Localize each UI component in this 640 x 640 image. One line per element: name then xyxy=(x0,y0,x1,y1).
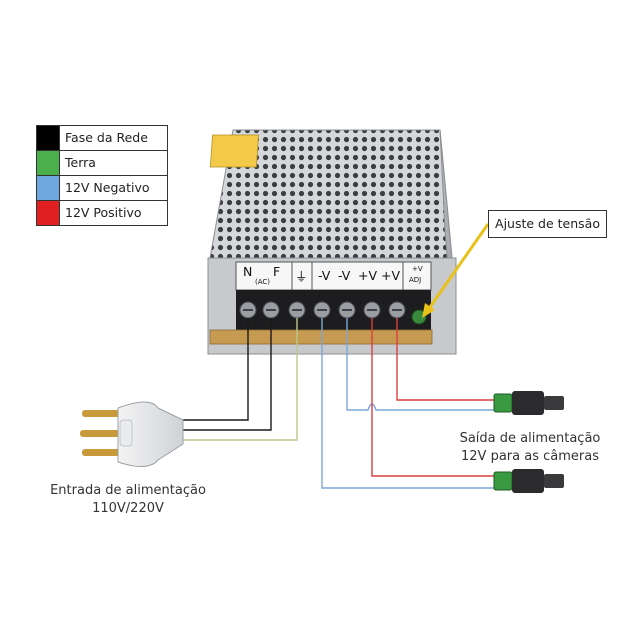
terminal-label-pos1: +V xyxy=(358,268,378,283)
wire-ground xyxy=(183,318,298,441)
wires xyxy=(183,318,500,489)
input-caption-line1: Entrada de alimentação xyxy=(50,483,206,498)
wire-phase-2 xyxy=(183,318,272,431)
wire-positive-2 xyxy=(396,318,500,401)
legend-swatch-positive xyxy=(37,201,60,225)
legend-label: Terra xyxy=(65,155,96,170)
terminal-label-adj-bottom: ADJ xyxy=(409,276,422,284)
plug-body xyxy=(117,401,184,467)
wire-phase-1 xyxy=(183,318,249,421)
plug-pin-top xyxy=(82,410,122,417)
output-caption: Saída de alimentação 12V para as câmeras xyxy=(455,430,605,466)
terminal-label-ac: (AC) xyxy=(255,278,271,286)
voltage-adjust-callout: Ajuste de tensão xyxy=(488,210,607,238)
legend-label: 12V Negativo xyxy=(65,180,150,195)
legend-swatch-phase xyxy=(37,126,60,150)
terminal-label-adj-top: +V xyxy=(412,265,423,273)
legend-item-negative: 12V Negativo xyxy=(37,176,167,201)
output-caption-line1: Saída de alimentação xyxy=(459,431,601,446)
input-caption: Entrada de alimentação 110V/220V xyxy=(48,482,208,518)
callout-arrow xyxy=(426,223,490,311)
warning-label xyxy=(209,134,259,168)
legend-item-phase: Fase da Rede xyxy=(37,126,167,151)
output-caption-line2: 12V para as câmeras xyxy=(461,449,599,464)
wire-negative-1 xyxy=(321,318,500,489)
circuit-board-edge xyxy=(209,329,433,345)
dc-connector-bottom xyxy=(493,469,564,493)
legend-item-positive: 12V Positivo xyxy=(37,201,167,225)
dc-connector-top xyxy=(493,391,564,415)
terminal-label-neg2: -V xyxy=(338,268,351,283)
plug-pin-middle xyxy=(80,430,122,437)
legend-item-ground: Terra xyxy=(37,151,167,176)
terminal-label-neg1: -V xyxy=(318,268,331,283)
terminal-label-pos2: +V xyxy=(381,268,401,283)
legend-label: 12V Positivo xyxy=(65,205,142,220)
terminal-label-f: F xyxy=(273,264,281,279)
legend-label: Fase da Rede xyxy=(65,130,148,145)
power-plug xyxy=(80,401,184,467)
voltage-adjust-potentiometer xyxy=(411,309,427,325)
legend-swatch-ground xyxy=(37,151,60,175)
ground-symbol-icon: ⏚ xyxy=(295,269,308,284)
legend-swatch-negative xyxy=(37,176,60,200)
terminal-label-panel xyxy=(235,261,432,291)
input-caption-line2: 110V/220V xyxy=(92,501,164,516)
power-supply xyxy=(207,129,457,355)
terminal-label-n: N xyxy=(243,264,253,279)
plug-pin-bottom xyxy=(82,449,122,456)
color-legend: Fase da Rede Terra 12V Negativo 12V Posi… xyxy=(36,125,168,226)
wire-positive-1 xyxy=(371,318,500,477)
